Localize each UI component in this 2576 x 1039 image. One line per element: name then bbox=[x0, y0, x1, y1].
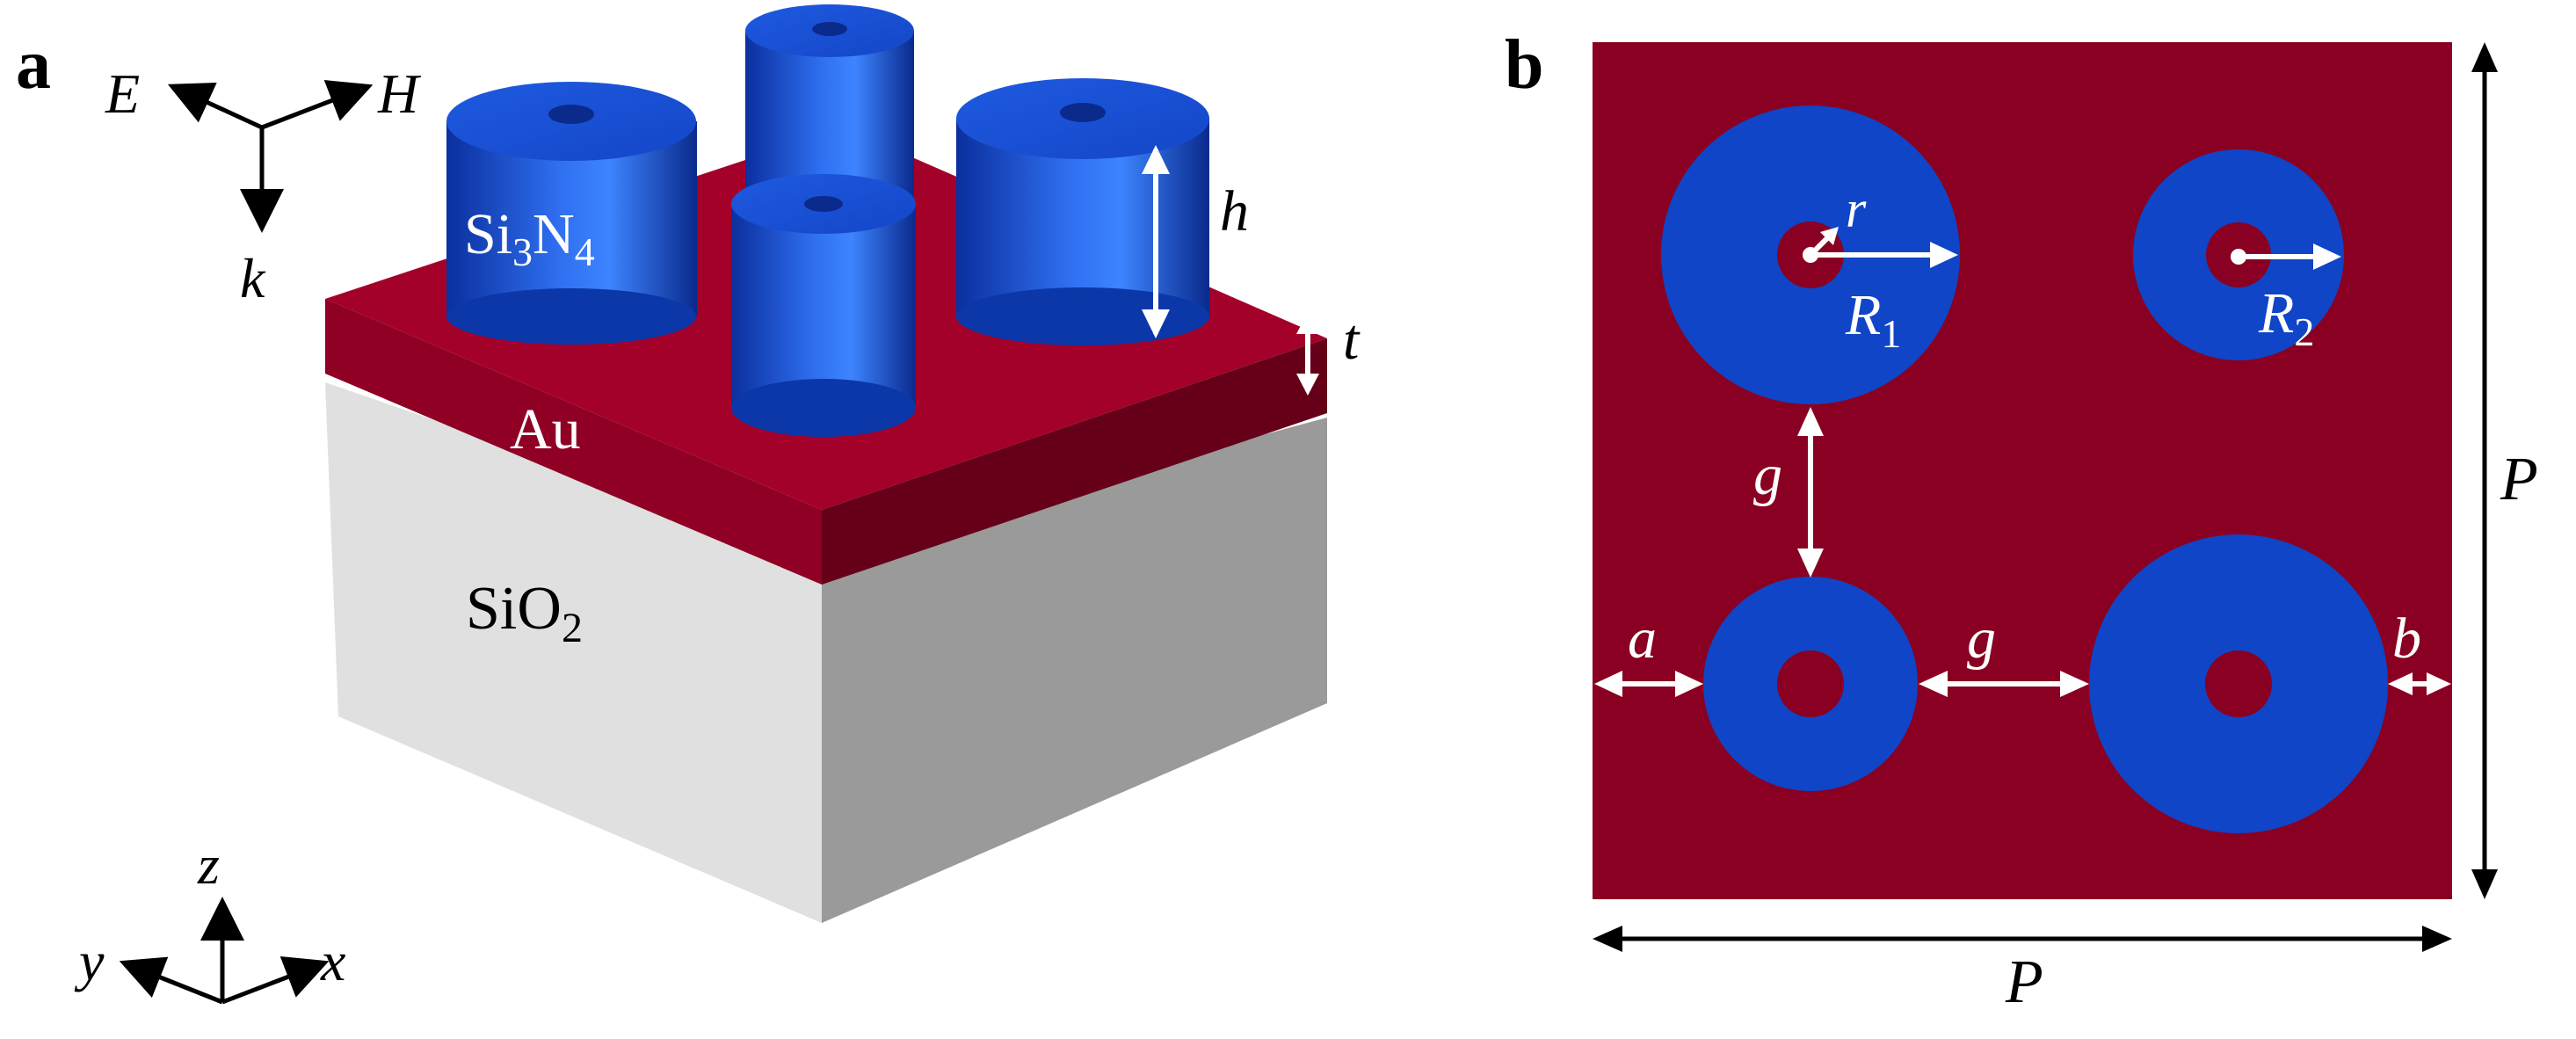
pillar-material-label: Si3N4 bbox=[464, 202, 595, 274]
panel-a: a E H k z y x bbox=[16, 4, 1361, 1005]
r1-label: R1 bbox=[1845, 283, 1901, 356]
thickness-dimension bbox=[1296, 312, 1319, 396]
height-label: h bbox=[1220, 179, 1249, 243]
axis-h-label: H bbox=[377, 62, 422, 125]
gap-vertical-dimension bbox=[1797, 407, 1824, 578]
pillar-right bbox=[956, 78, 1209, 345]
gap-horizontal-dimension bbox=[1919, 671, 2089, 697]
thickness-label: t bbox=[1343, 308, 1361, 372]
margin-a-dimension bbox=[1594, 671, 1703, 697]
axis-k-label: k bbox=[240, 247, 266, 309]
period-vertical-dimension bbox=[2471, 42, 2498, 899]
axis-x-label: x bbox=[320, 930, 345, 992]
axis-e-label: E bbox=[105, 62, 140, 125]
gap-horizontal-label: g bbox=[1967, 607, 1996, 671]
axis-z-label: z bbox=[197, 833, 220, 896]
r2-label: R2 bbox=[2258, 281, 2314, 354]
period-horizontal-label: P bbox=[2005, 948, 2043, 1016]
r1-center-dot bbox=[1803, 247, 1818, 263]
pillar-left bbox=[446, 82, 697, 345]
substrate-material-label: SiO2 bbox=[466, 575, 583, 651]
ring-bottom-left bbox=[1703, 577, 1918, 791]
margin-a-label: a bbox=[1628, 607, 1657, 671]
margin-b-label: b bbox=[2392, 607, 2421, 671]
panel-b: b r R1 bbox=[1505, 26, 2538, 1016]
film-material-label: Au bbox=[510, 397, 581, 461]
field-axes bbox=[167, 80, 374, 233]
r2-center-dot bbox=[2231, 249, 2246, 265]
pillar-front bbox=[731, 174, 916, 437]
period-horizontal-dimension bbox=[1593, 926, 2452, 952]
period-vertical-label: P bbox=[2500, 446, 2538, 513]
axis-y-label: y bbox=[74, 930, 105, 992]
inner-radius-label: r bbox=[1846, 180, 1867, 238]
panel-b-label: b bbox=[1505, 26, 1544, 104]
gap-vertical-label: g bbox=[1753, 443, 1782, 507]
r2-dimension bbox=[2239, 243, 2341, 270]
panel-a-label: a bbox=[16, 26, 51, 104]
height-dimension bbox=[1142, 145, 1170, 338]
margin-b-dimension bbox=[2388, 672, 2451, 695]
ring-bottom-right bbox=[2089, 534, 2388, 833]
coord-axes bbox=[119, 897, 330, 1005]
